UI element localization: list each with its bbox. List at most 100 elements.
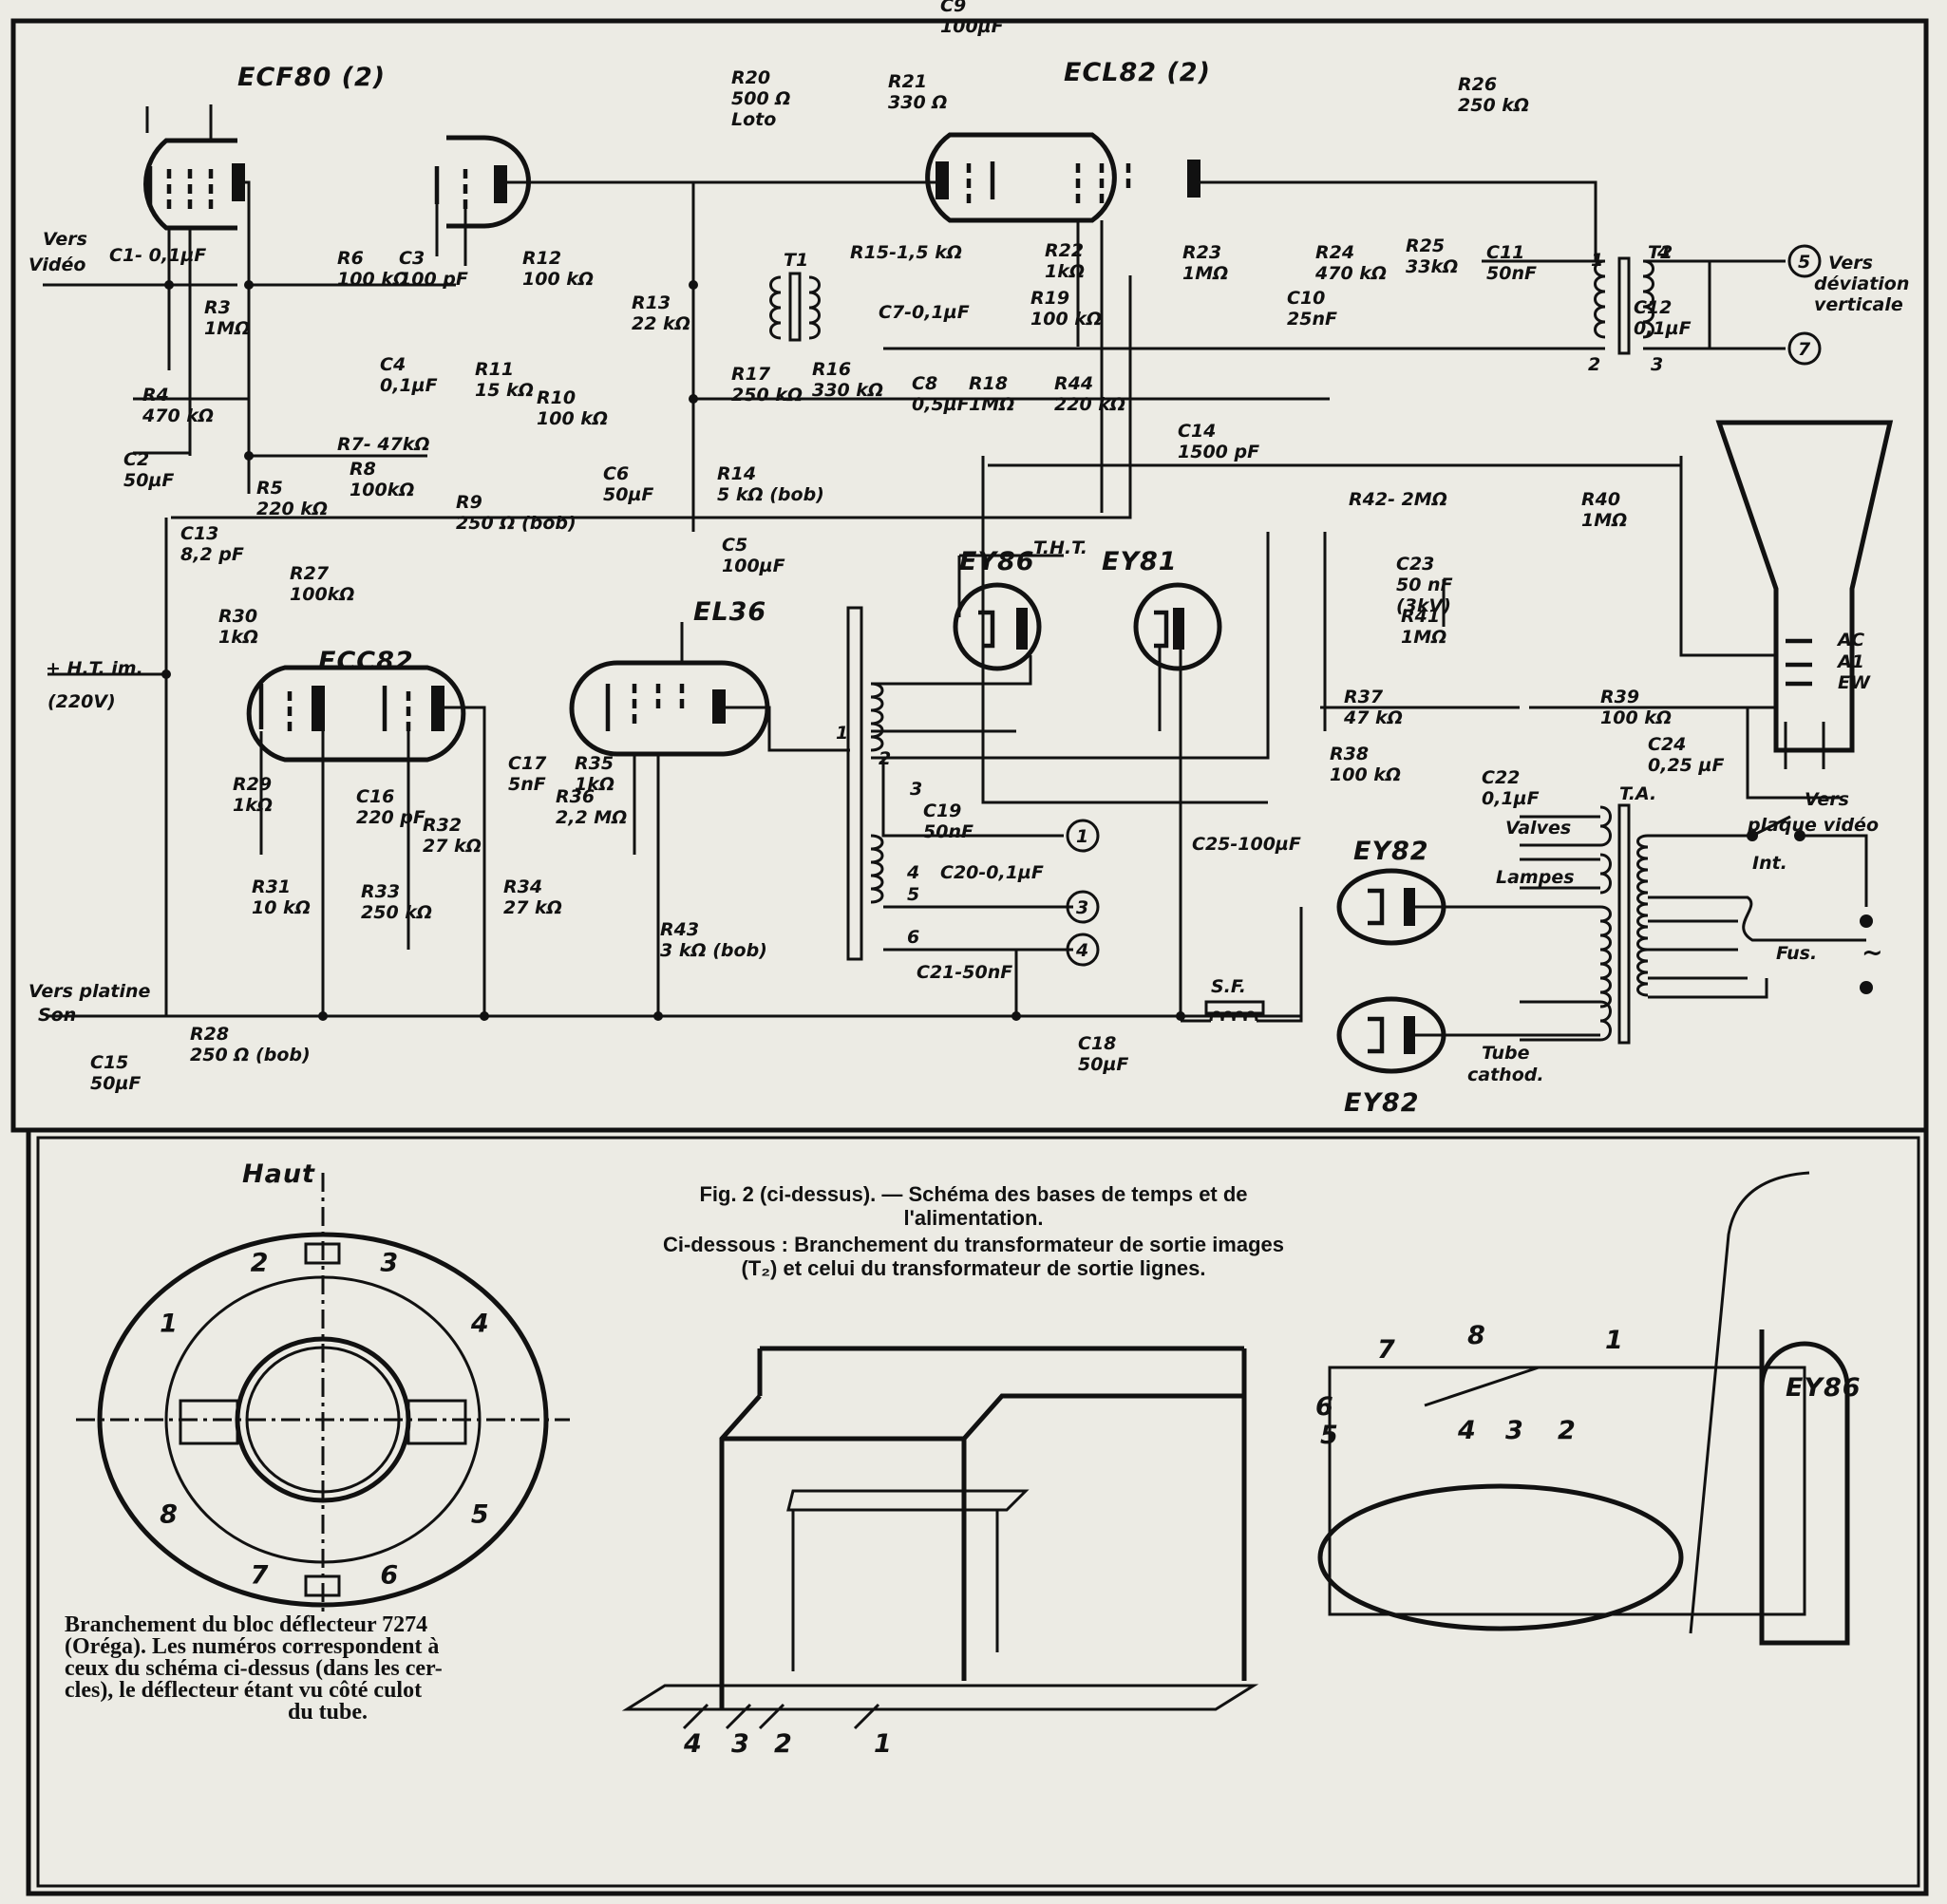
deflector-pin-6: 6: [380, 1560, 399, 1590]
resistor-value-r12: 100 kΩ: [522, 269, 594, 290]
resistor-label-r35: R35: [575, 753, 614, 774]
resistor-value-r43: 3 kΩ (bob): [660, 940, 767, 961]
tube-ey82-top: [1336, 868, 1600, 946]
resistor-value-r19: 100 kΩ: [1030, 309, 1102, 330]
capacitor-value-c23: 50 nF: [1396, 575, 1453, 595]
resistor-value-r22: 1kΩ: [1045, 261, 1085, 282]
capacitor-label-c19: C19: [923, 801, 961, 821]
capacitor-label-c12: C12: [1634, 297, 1672, 318]
capacitor-label-c21: C21-50nF: [917, 962, 1012, 983]
deflector-pin-7: 7: [251, 1560, 270, 1590]
vers-deviation-label: déviation: [1814, 273, 1909, 294]
resistor-value-r37: 47 kΩ: [1343, 707, 1403, 728]
capacitor-value-c24: 0,25 µF: [1648, 755, 1724, 776]
resistor-value-r10: 100 kΩ: [537, 408, 608, 429]
power-transformer-ta: [1520, 803, 1873, 1045]
resistor-value-r29: 1kΩ: [233, 795, 273, 816]
resistor-value-r9: 250 Ω (bob): [456, 513, 577, 534]
capacitor-label-c4: C4: [380, 354, 406, 375]
capacitor-value-c14: 1500 pF: [1178, 442, 1259, 462]
resistor-label-r25: R25: [1406, 236, 1445, 256]
crt-ac-label: AC: [1836, 630, 1864, 650]
deflector-pin-1: 1: [160, 1310, 179, 1339]
vers-video-label: Vers: [43, 229, 87, 250]
resistor-value-r35: 1kΩ: [575, 774, 614, 795]
svg-text:4: 4: [1075, 940, 1088, 961]
resistor-label-r17: R17: [731, 364, 771, 385]
tube-label-el36: EL36: [693, 597, 766, 627]
caption-block: Fig. 2 (ci-dessus). — Schéma des bases d…: [663, 1182, 1284, 1280]
capacitor-value-c15: 50µF: [90, 1073, 141, 1094]
capacitor-label-c2: C2: [123, 449, 149, 470]
resistor-value-r3: 1MΩ: [204, 318, 250, 339]
resistor-value-r13: 22 kΩ: [632, 313, 690, 334]
deflector-caption-line: ceux du schéma ci-dessus (dans les cer-: [65, 1656, 443, 1681]
resistor-value-r17: 250 kΩ: [731, 385, 803, 405]
vers-plaque-label: plaque vidéo: [1747, 815, 1879, 836]
frame-pin-4: 4: [683, 1729, 703, 1759]
resistor-label-r14: R14: [717, 463, 756, 484]
capacitor-value-c5: 100µF: [722, 556, 785, 576]
crt-a1-label: A1: [1836, 651, 1864, 672]
resistor-label-r22: R22: [1045, 240, 1084, 261]
capacitor-label-c8: C8: [912, 373, 937, 394]
line-pin-2: 2: [879, 748, 891, 769]
svg-text:5: 5: [1798, 252, 1810, 273]
caption-line: l'alimentation.: [903, 1206, 1043, 1230]
line-drawing-pin-5: 5: [1320, 1421, 1339, 1450]
tube-el36: [569, 622, 850, 1016]
capacitor-value-c18: 50µF: [1078, 1054, 1128, 1075]
tube-ecf80-triode: [434, 135, 698, 266]
line-pin-3: 3: [910, 779, 922, 800]
crt-ew-label: EW: [1838, 672, 1871, 693]
resistor-label-r28: R28: [190, 1024, 229, 1045]
line-pin-4: 4: [906, 862, 919, 883]
figures-inner-frame: [36, 1136, 1920, 1888]
tube-label-ecf80: ECF80 (2): [237, 63, 386, 92]
tube-label-ey86: EY86: [959, 547, 1035, 576]
deflector-pin-5: 5: [471, 1499, 490, 1529]
line-drawing-pin-1: 1: [1605, 1326, 1624, 1355]
resistor-note-r20: Loto: [731, 109, 776, 130]
caption-line: Fig. 2 (ci-dessus). — Schéma des bases d…: [699, 1182, 1247, 1206]
line-drawing-pin-8: 8: [1467, 1321, 1486, 1350]
frame-pin-3: 3: [731, 1729, 750, 1759]
resistor-label-r10: R10: [537, 387, 576, 408]
resistor-value-r26: 250 kΩ: [1458, 95, 1529, 116]
resistor-label-r41: R41: [1401, 606, 1440, 627]
resistor-label-r30: R30: [218, 606, 257, 627]
connector-7: 7: [1787, 331, 1822, 366]
sf-label: S.F.: [1211, 976, 1246, 997]
capacitor-value-c22: 0,1µF: [1482, 788, 1540, 809]
capacitor-label-c10: C10: [1287, 288, 1325, 309]
fuse-label: Fus.: [1776, 943, 1817, 964]
resistor-value-r32: 27 kΩ: [423, 836, 482, 857]
resistor-label-r43: R43: [660, 919, 699, 940]
resistor-label-r12: R12: [522, 248, 561, 269]
resistor-label-r16: R16: [812, 359, 851, 380]
resistor-value-r28: 250 Ω (bob): [190, 1045, 311, 1065]
ht-im-voltage: (220V): [47, 691, 116, 712]
capacitor-label-c6: C6: [603, 463, 629, 484]
tht-label: T.H.T.: [1033, 537, 1087, 558]
line-output-transformer-drawing: [1317, 1171, 1850, 1646]
vers-video-label: Vidéo: [28, 254, 85, 275]
resistor-value-r5: 220 kΩ: [256, 499, 328, 519]
capacitor-value-c19: 50nF: [923, 821, 974, 842]
resistor-label-r27: R27: [290, 563, 330, 584]
resistor-value-r16: 330 kΩ: [812, 380, 883, 401]
tube-ey81: [1133, 582, 1222, 1016]
figures-frame: [26, 1127, 1929, 1896]
capacitor-label-c18: C18: [1078, 1033, 1116, 1054]
capacitor-value-c12: 0,1µF: [1634, 318, 1692, 339]
resistor-label-r7: R7- 47kΩ: [337, 434, 430, 455]
svg-text:3: 3: [1076, 897, 1088, 918]
mains-switch-label: Int.: [1752, 853, 1787, 874]
ac-mains-icon: ~: [1862, 938, 1884, 968]
resistor-value-r44: 220 kΩ: [1054, 394, 1125, 415]
resistor-label-r18: R18: [969, 373, 1008, 394]
resistor-label-r15: R15-1,5 kΩ: [850, 242, 962, 263]
capacitor-label-c13: C13: [180, 523, 218, 544]
resistor-label-r21: R21: [888, 71, 927, 92]
capacitor-label-c14: C14: [1178, 421, 1216, 442]
